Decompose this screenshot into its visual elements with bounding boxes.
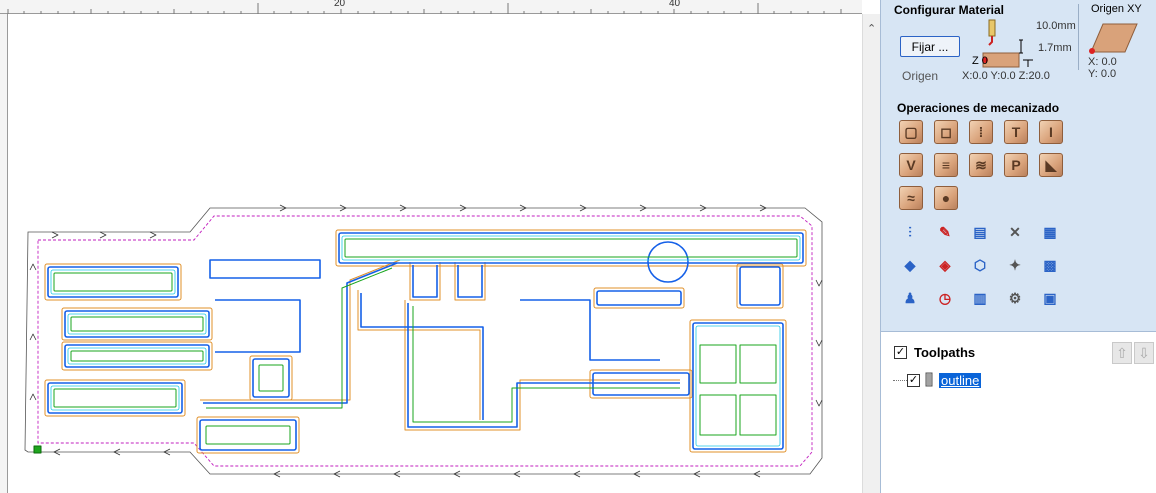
home-position: X:0.0 Y:0.0 Z:20.0 <box>962 70 1050 82</box>
ruler-ticks <box>7 3 842 14</box>
vcarve-icon[interactable]: V <box>899 153 923 177</box>
set-material-button[interactable]: Fijar ... <box>900 36 960 57</box>
fluting-icon[interactable]: ≡ <box>934 153 958 177</box>
vertical-scrollbar[interactable]: ⌃ <box>862 14 880 493</box>
pocket-icon[interactable]: ◻ <box>934 120 958 144</box>
save-toolpath-icon[interactable]: ▣ <box>1043 290 1057 306</box>
surface-icon[interactable]: ≈ <box>899 186 923 210</box>
material-setup-title: Configurar Material <box>894 3 1005 17</box>
toolpath-panel: Configurar Material Fijar ... Origen 10.… <box>880 0 1156 493</box>
tool-icon <box>925 372 933 387</box>
recalculate-icon[interactable]: ◆ <box>904 257 916 273</box>
recalc-all-icon[interactable]: ◈ <box>939 257 951 273</box>
move-up-icon[interactable]: ⇧ <box>1112 342 1132 364</box>
material-offset: 1.7mm <box>1038 42 1072 54</box>
outline-toolpath <box>24 207 823 475</box>
design-canvas[interactable]: 20 40 <box>0 0 862 493</box>
board-boundary <box>37 215 813 467</box>
nest-icon[interactable]: ▩ <box>1043 257 1057 273</box>
toolpaths-visibility-checkbox[interactable]: ✓ <box>894 346 907 359</box>
ruler-tick-label: 20 <box>334 0 346 9</box>
outline-visibility-checkbox[interactable]: ✓ <box>907 374 920 387</box>
pcb-toolpath-view <box>24 204 823 478</box>
xy-origin-title: Origen XY <box>1091 3 1142 15</box>
toolpaths-list-section: ✓ Toolpaths ⇧ ⇩ ✓ outline <box>881 331 1156 493</box>
tool-database-icon[interactable]: ⫶ <box>908 224 912 240</box>
inlay-icon[interactable]: I <box>1039 120 1063 144</box>
calculator-icon[interactable]: ▦ <box>1043 224 1057 240</box>
material-thickness: 10.0mm <box>1036 20 1076 32</box>
horizontal-ruler: 20 40 <box>0 0 862 14</box>
merge-icon[interactable]: ⬡ <box>973 257 987 273</box>
profile-icon[interactable]: ▢ <box>899 120 923 144</box>
sphere-icon[interactable]: ● <box>934 186 958 210</box>
toolpath-item-outline[interactable]: outline <box>939 373 982 388</box>
edit-toolpath-icon[interactable]: ✎ <box>939 224 951 240</box>
drill-icon[interactable]: ⁞ <box>969 120 993 144</box>
divider <box>1078 4 1079 70</box>
material-diagram-icon <box>982 19 1033 68</box>
text-engrave-icon[interactable]: T <box>1004 120 1028 144</box>
preview-icon[interactable]: ♟ <box>903 290 917 306</box>
xy-origin-y: Y: 0.0 <box>1088 68 1117 80</box>
move-down-icon[interactable]: ⇩ <box>1134 342 1154 364</box>
texture-icon[interactable]: ≋ <box>969 153 993 177</box>
setup-sheet-icon[interactable]: ⚙ <box>1008 290 1022 306</box>
delete-toolpath-icon[interactable]: ✕ <box>1009 224 1021 240</box>
origin-label: Origen <box>902 69 939 83</box>
vertical-ruler <box>0 14 8 493</box>
operations-title: Operaciones de mecanizado <box>897 101 1060 115</box>
xy-origin-icon[interactable] <box>1089 20 1139 56</box>
prism-icon[interactable]: P <box>1004 153 1028 177</box>
time-estimate-icon[interactable]: ◷ <box>938 290 952 306</box>
start-point-marker <box>33 445 42 454</box>
xy-origin-x: X: 0.0 <box>1088 56 1117 68</box>
z-zero-label: Z 0 <box>972 55 988 67</box>
template-icon[interactable]: ✦ <box>1009 257 1021 273</box>
gcode-icon[interactable]: ▤ <box>973 224 987 240</box>
ruler-tick-label: 40 <box>669 0 681 9</box>
tree-connector <box>893 380 907 381</box>
moulding-icon[interactable]: ◣ <box>1039 153 1063 177</box>
tiling-icon[interactable]: ▥ <box>973 290 987 306</box>
scroll-up-icon[interactable]: ⌃ <box>867 23 877 35</box>
toolpaths-title: Toolpaths <box>914 345 976 360</box>
